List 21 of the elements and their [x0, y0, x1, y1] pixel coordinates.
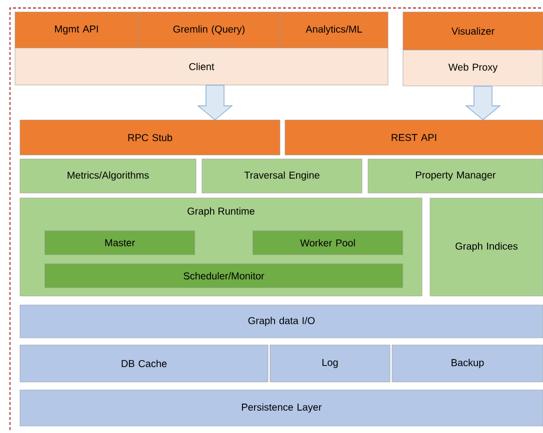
module-box: Graph Indices	[430, 198, 543, 296]
interface-box: REST API	[284, 120, 543, 156]
component-box: Worker Pool	[252, 230, 403, 255]
component-box: Visualizer	[402, 12, 543, 50]
component-box: Scheduler/Monitor	[44, 264, 403, 288]
block-arrow	[464, 86, 502, 120]
api-box: Mgmt API	[14, 12, 138, 48]
api-box: Gremlin (Query)	[138, 12, 280, 48]
client-box: Client	[14, 48, 388, 86]
module-box: Traversal Engine	[202, 158, 362, 194]
component-box: Master	[44, 230, 195, 255]
storage-box: Backup	[392, 344, 543, 382]
api-box: Analytics/ML	[280, 12, 388, 48]
proxy-box: Web Proxy	[402, 50, 543, 86]
block-arrow	[196, 84, 234, 120]
layer-box: Graph data I/O	[20, 304, 543, 338]
interface-box: RPC Stub	[20, 120, 280, 156]
layer-box: Persistence Layer	[20, 390, 543, 426]
module-box: Property Manager	[368, 158, 543, 194]
module-box: Metrics/Algorithms	[20, 158, 196, 194]
storage-box: Log	[270, 344, 390, 382]
